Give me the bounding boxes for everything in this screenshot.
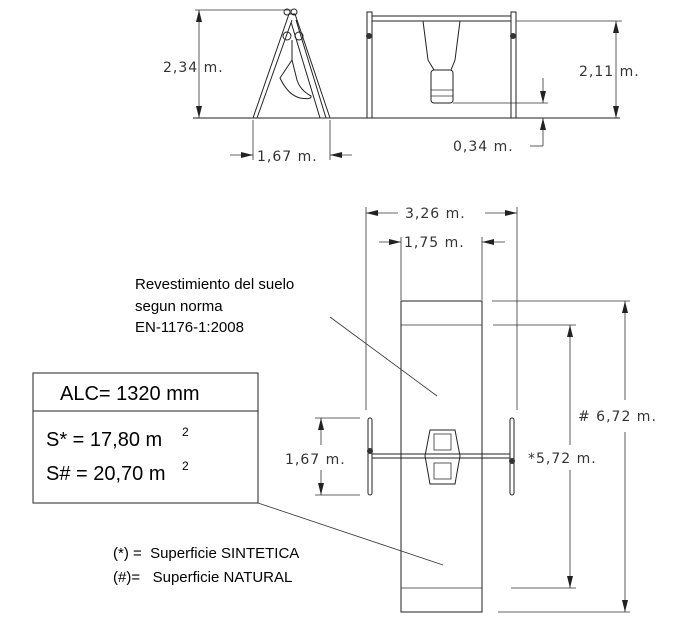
legend: (*) = Superficie SINTETICA (#)= Superfic…	[113, 545, 299, 586]
legend-natural: (#)= Superficie NATURAL	[113, 569, 292, 586]
side-base-label: 1,67 m.	[257, 149, 318, 165]
note-line-2: segun norma	[135, 298, 223, 315]
box-leader-line	[257, 502, 444, 566]
plan-right-post	[509, 417, 515, 496]
seat-height-label: 0,34 m.	[453, 139, 514, 155]
natural-area: S# = 20,70 m	[46, 463, 166, 485]
alc-value: ALC= 1320 mm	[60, 383, 200, 405]
synthetic-length-label: *5,72 m.	[528, 451, 597, 467]
front-height-label: 2,11 m.	[579, 64, 640, 80]
side-view: 2,34 m. 1,67 m.	[163, 8, 352, 165]
side-seat	[279, 40, 312, 100]
plan-beam	[371, 453, 511, 459]
note-line-3: EN-1176-1:2008	[135, 319, 244, 336]
info-box: ALC= 1320 mm S* = 17,80 m 2 S# = 20,70 m…	[32, 372, 444, 566]
front-seat	[430, 69, 454, 104]
note-line-1: Revestimiento del suelo	[135, 276, 294, 293]
superscript: 2	[182, 459, 189, 473]
plan-left-post	[367, 417, 373, 496]
top-beam	[371, 15, 512, 22]
superscript: 2	[182, 425, 189, 439]
plan-view: 3,26 m. 1,75 m. 1,67 m. # 6,72 m. *5,72 …	[285, 206, 657, 613]
post-spacing-label: 1,67 m.	[285, 452, 346, 468]
right-post	[510, 11, 517, 119]
left-post	[366, 11, 373, 119]
front-view: 2,11 m. 0,34 m.	[345, 11, 640, 155]
side-height-label: 2,34 m.	[163, 60, 224, 76]
a-frame	[252, 13, 331, 119]
synthetic-area: S* = 17,80 m	[46, 429, 162, 451]
legend-synthetic: (*) = Superficie SINTETICA	[113, 545, 299, 562]
note-leader-line	[329, 316, 438, 397]
surface-note: Revestimiento del suelo segun norma EN-1…	[135, 276, 438, 397]
surface-width-label: 1,75 m.	[404, 235, 465, 251]
plan-seat	[424, 429, 461, 485]
swing-chains	[422, 20, 461, 71]
safety-surface-area	[400, 300, 483, 613]
natural-length-label: # 6,72 m.	[578, 409, 657, 425]
total-width-label: 3,26 m.	[405, 206, 466, 222]
